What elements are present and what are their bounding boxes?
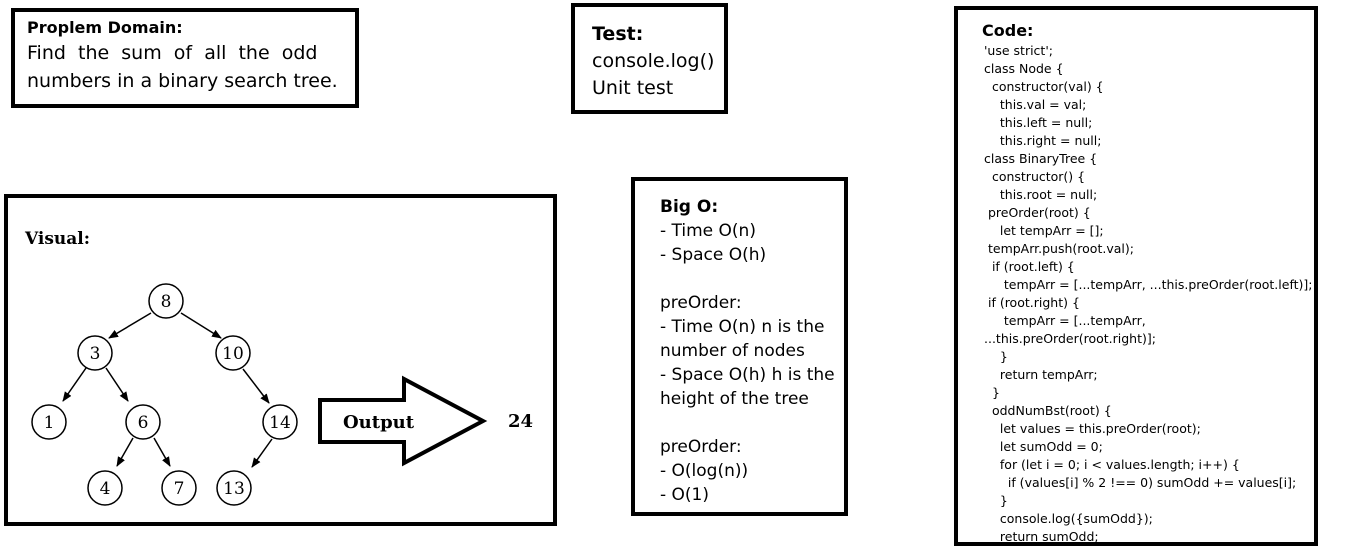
tree-node-label: 8	[161, 292, 172, 312]
code-line: this.left = null;	[984, 115, 1093, 130]
tree-node-10	[215, 335, 251, 371]
test-item: console.log()	[592, 50, 715, 72]
tree-node-label: 13	[223, 479, 245, 499]
tree-node-6	[125, 404, 161, 440]
code-line: }	[984, 493, 1008, 508]
tree-node-14	[262, 404, 298, 440]
tree-node-label: 1	[44, 413, 55, 433]
tree-diagram: Visual: 8 3 10 1	[24, 229, 533, 506]
tree-node-1	[31, 404, 67, 440]
test-item: Unit test	[592, 77, 674, 99]
edge-3-6	[105, 367, 129, 402]
tree-edges	[62, 312, 273, 468]
big-o-line: preOrder:	[660, 437, 742, 457]
edge-8-3	[108, 312, 152, 339]
code-line: this.root = null;	[984, 187, 1098, 202]
code-line: let values = this.preOrder(root);	[984, 421, 1201, 436]
code-line: ...this.preOrder(root.right)];	[984, 331, 1156, 346]
code-line: this.right = null;	[984, 133, 1102, 148]
code-line: class Node {	[984, 61, 1064, 76]
big-o-line: - Time O(n)	[660, 221, 756, 241]
big-o-line: - O(log(n))	[660, 461, 749, 481]
edge-6-7	[153, 437, 171, 467]
code-line: }	[984, 385, 1000, 400]
big-o-line: height of the tree	[660, 389, 809, 409]
problem-line: Find the sum of all the odd	[27, 42, 318, 64]
visual-heading: Visual:	[24, 229, 90, 249]
edge-8-10	[180, 312, 222, 339]
code-line: tempArr.push(root.val);	[984, 241, 1134, 256]
code-line: constructor() {	[984, 169, 1086, 184]
tree-node-label: 4	[100, 479, 111, 499]
problem-domain-box: Proplem Domain: Find the sum of all the …	[11, 8, 359, 108]
code-line: return tempArr;	[984, 367, 1098, 382]
big-o-heading: Big O:	[660, 197, 719, 217]
test-box: Test: console.log() Unit test	[571, 3, 728, 114]
tree-node-13	[216, 470, 252, 506]
code-box: Code: 'use strict'; class Node { construc…	[954, 6, 1318, 546]
problem-domain-text: Find the sum of all the odd numbers in a…	[27, 39, 355, 95]
tree-node-label: 7	[174, 479, 185, 499]
output-label: Output	[343, 412, 415, 433]
tree-node-label: 14	[269, 413, 291, 433]
code-line: console.log({sumOdd});	[984, 511, 1153, 526]
code-line: if (values[i] % 2 !== 0) sumOdd += value…	[984, 475, 1297, 490]
big-o-box: Big O: - Time O(n) - Space O(h) preOrder…	[631, 177, 848, 516]
test-heading: Test:	[592, 23, 644, 45]
code-line: oddNumBst(root) {	[984, 403, 1112, 418]
big-o-line: - Time O(n) n is the	[660, 317, 825, 337]
code-block: 'use strict'; class Node { constructor(va…	[982, 42, 1314, 546]
big-o-line: - Space O(h)	[660, 245, 767, 265]
output-result: 24	[508, 411, 533, 432]
problem-domain-heading: Proplem Domain:	[27, 18, 183, 37]
tree-node-3	[77, 335, 113, 371]
code-line: if (root.left) {	[984, 259, 1075, 274]
tree-node-4	[87, 470, 123, 506]
problem-line: numbers in a binary search tree.	[27, 70, 338, 92]
code-line: constructor(val) {	[984, 79, 1104, 94]
code-heading: Code:	[982, 21, 1034, 40]
big-o-line: - Space O(h) h is the	[660, 365, 835, 385]
code-line: }	[984, 349, 1008, 364]
code-line: return sumOdd;	[984, 529, 1099, 544]
code-line: this.val = val;	[984, 97, 1087, 112]
tree-node-label: 3	[90, 344, 101, 364]
code-line: let sumOdd = 0;	[984, 439, 1103, 454]
visual-box: Visual: 8 3 10 1	[4, 194, 557, 526]
edge-14-13	[251, 438, 273, 468]
tree-node-label: 10	[222, 344, 244, 364]
code-line: class BinaryTree {	[984, 151, 1098, 166]
code-line: tempArr = [...tempArr,	[984, 313, 1146, 328]
code-line: let tempArr = [];	[984, 223, 1104, 238]
tree-node-7	[161, 470, 197, 506]
code-line: for (let i = 0; i < values.length; i++) …	[984, 457, 1240, 472]
edge-6-4	[116, 437, 134, 467]
code-line: if (root.right) {	[984, 295, 1080, 310]
edge-3-1	[62, 367, 87, 402]
big-o-line	[660, 267, 844, 291]
code-line: 'use strict';	[984, 43, 1053, 58]
output-arrow	[318, 375, 488, 467]
big-o-line: - O(1)	[660, 485, 709, 505]
tree-node-label: 6	[138, 413, 149, 433]
big-o-line: preOrder:	[660, 293, 742, 313]
big-o-line: number of nodes	[660, 341, 805, 361]
code-line: preOrder(root) {	[984, 205, 1091, 220]
edge-10-14	[242, 368, 270, 404]
code-line: tempArr = [...tempArr, ...this.preOrder(…	[984, 277, 1313, 292]
tree-node-8	[148, 283, 184, 319]
big-o-line	[660, 411, 844, 435]
